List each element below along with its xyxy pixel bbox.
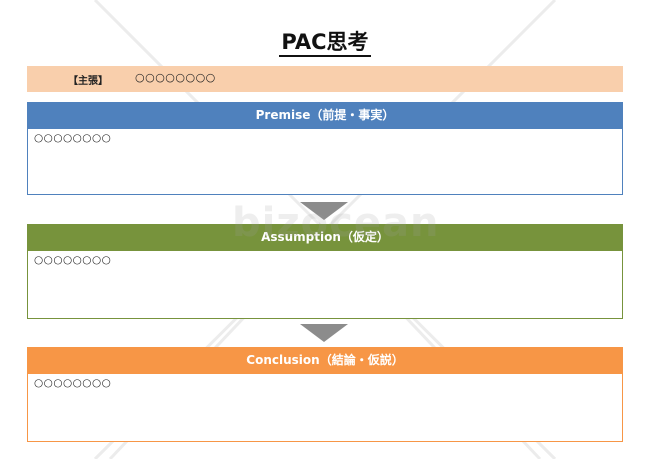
down-arrow-icon — [300, 324, 348, 342]
page-title: PAC思考 — [0, 26, 650, 57]
down-arrow-icon — [300, 202, 348, 220]
premise-content: ○○○○○○○○ — [27, 129, 623, 195]
conclusion-header: Conclusion（結論・仮説） — [27, 347, 623, 374]
claim-bar: 【主張】 ○○○○○○○○ — [27, 66, 623, 92]
assumption-content: ○○○○○○○○ — [27, 251, 623, 319]
conclusion-content: ○○○○○○○○ — [27, 374, 623, 442]
premise-section: Premise（前提・事実） ○○○○○○○○ — [27, 102, 623, 195]
claim-label: 【主張】 — [68, 76, 108, 87]
assumption-section: Assumption（仮定） ○○○○○○○○ — [27, 224, 623, 319]
assumption-header: Assumption（仮定） — [27, 224, 623, 251]
watermark-logo: bizocean — [232, 200, 440, 246]
claim-value: ○○○○○○○○ — [135, 71, 216, 84]
conclusion-section: Conclusion（結論・仮説） ○○○○○○○○ — [27, 347, 623, 442]
premise-header: Premise（前提・事実） — [27, 102, 623, 129]
